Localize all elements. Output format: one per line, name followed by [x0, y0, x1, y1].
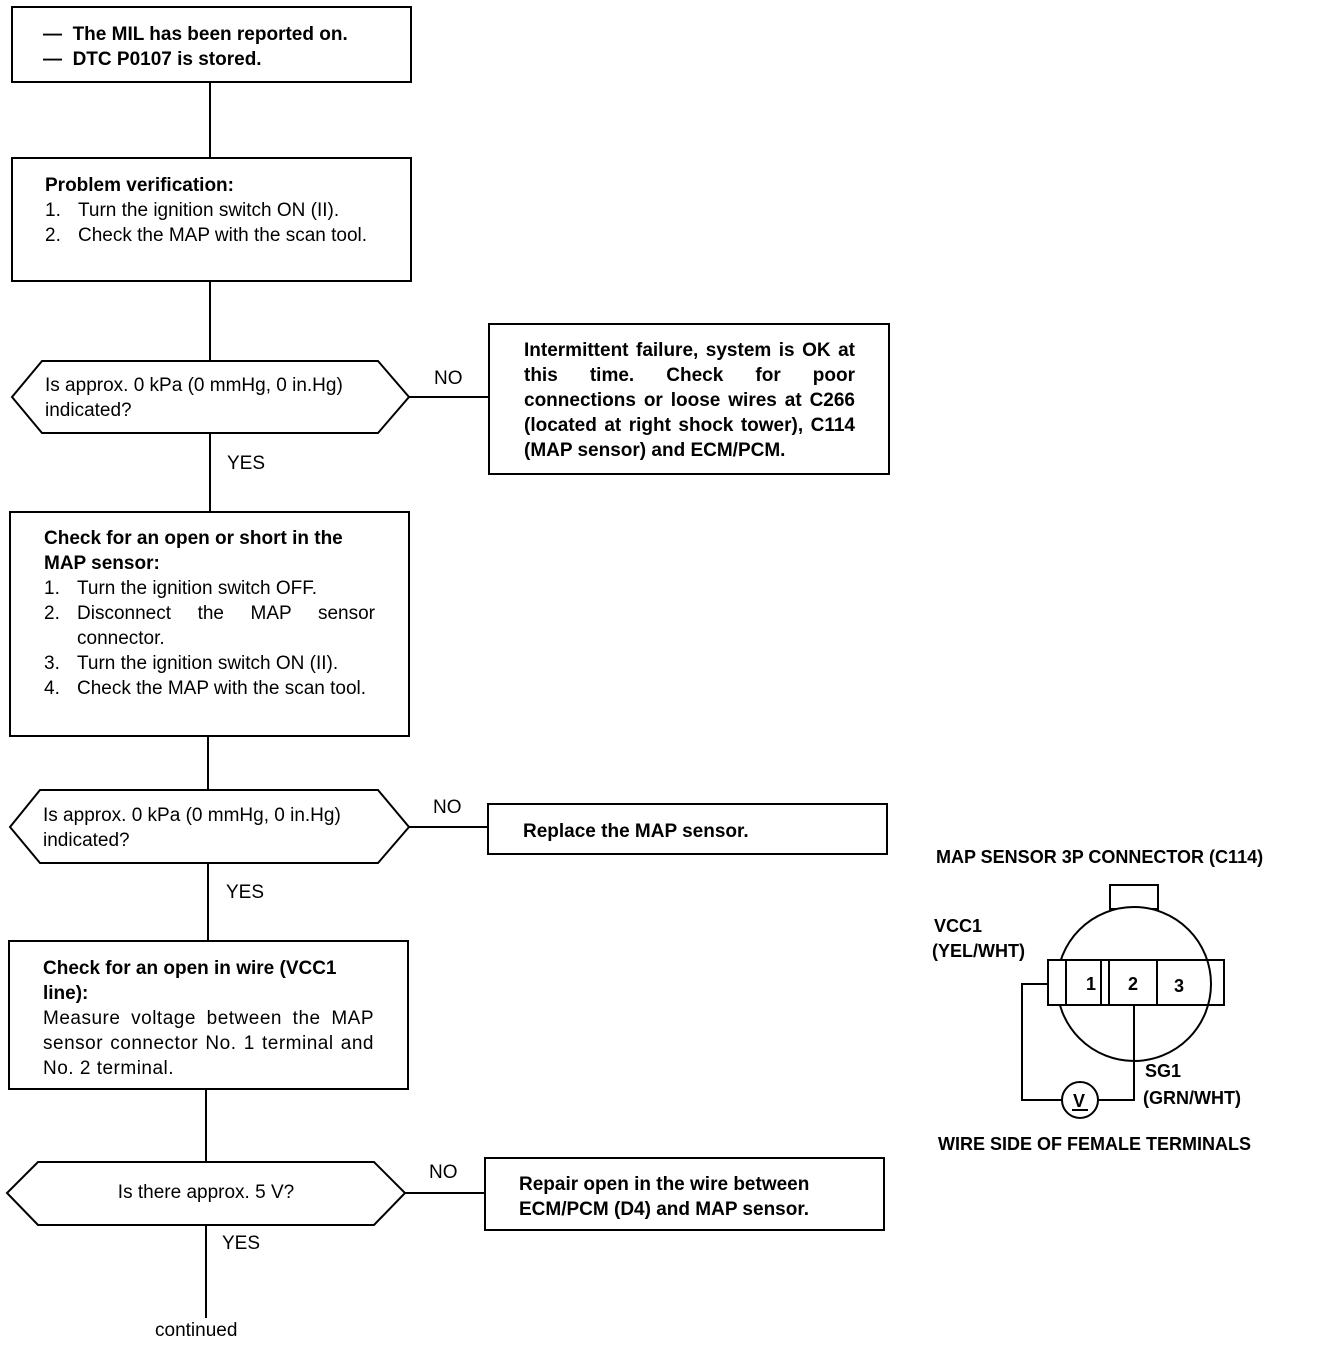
decision3-diamond — [5, 1161, 407, 1226]
yes-label: YES — [227, 453, 266, 474]
step-text: Turn the ignition switch ON (II). — [78, 200, 340, 221]
verification-title: Problem verification: — [45, 175, 234, 196]
start-line-2: — DTC P0107 is stored. — [43, 47, 410, 72]
decision2-line-2: indicated? — [43, 830, 130, 851]
check-step: 1. Turn the ignition switch OFF. — [44, 576, 375, 601]
verification-step: 1. Turn the ignition switch ON (II). — [45, 198, 378, 223]
repair-open-text: Repair open in the wire between ECM/PCM … — [519, 1174, 810, 1220]
intermittent-failure-box: Intermittent failure, system is OK at th… — [488, 323, 890, 475]
start-text-1: The MIL has been reported on. — [72, 24, 348, 45]
voltmeter-label: V — [1073, 1091, 1085, 1111]
replace-map-sensor-text: Replace the MAP sensor. — [523, 821, 749, 842]
check-vcc1-box: Check for an open in wire (VCC1 line): M… — [8, 940, 409, 1090]
yes-label: YES — [222, 1233, 261, 1254]
vcc1-wire-color: (YEL/WHT) — [932, 941, 1025, 961]
check-step: 3. Turn the ignition switch ON (II). — [44, 651, 375, 676]
step-text: Turn the ignition switch ON (II). — [77, 653, 339, 674]
vcc1-label: VCC1 — [934, 916, 983, 936]
decision1-line-1: Is approx. 0 kPa (0 mmHg, 0 in.Hg) — [45, 375, 343, 396]
decision2-text: Is approx. 0 kPa (0 mmHg, 0 in.Hg) indic… — [43, 803, 383, 853]
problem-verification-box: Problem verification: 1. Turn the igniti… — [11, 157, 412, 282]
check-vcc1-text: Measure voltage between the MAP sensor c… — [43, 1008, 374, 1079]
sg1-label: SG1 — [1145, 1061, 1182, 1081]
voltmeter-icon — [1061, 1081, 1099, 1119]
step-number: 1. — [45, 200, 61, 221]
connector-key-tab — [1109, 884, 1159, 910]
step-text: Check the MAP with the scan tool. — [77, 678, 367, 699]
decision2-diamond — [8, 789, 411, 864]
step-number: 4. — [44, 678, 60, 699]
no-label: NO — [434, 368, 463, 389]
step-text: Check the MAP with the scan tool. — [78, 225, 368, 246]
step-number: 3. — [44, 653, 60, 674]
dash: — — [43, 49, 62, 70]
terminal-2-label: 2 — [1128, 974, 1138, 994]
check-vcc1-title: Check for an open in wire (VCC1 line): — [43, 958, 337, 1004]
decision1-diamond — [10, 360, 411, 434]
decision1-line-2: indicated? — [45, 400, 132, 421]
no-label: NO — [433, 797, 462, 818]
vcc1-probe-wire — [1021, 983, 1062, 1101]
start-text-2: DTC P0107 is stored. — [72, 49, 262, 70]
sg1-wire-color: (GRN/WHT) — [1143, 1088, 1241, 1108]
dash: — — [43, 24, 62, 45]
check-open-short-title: Check for an open or short in the MAP se… — [44, 528, 343, 574]
yes-label: YES — [226, 882, 265, 903]
check-step: 2. Disconnect the MAP sensor connector. — [44, 601, 375, 651]
verification-step: 2. Check the MAP with the scan tool. — [45, 223, 378, 248]
decision1-text: Is approx. 0 kPa (0 mmHg, 0 in.Hg) indic… — [45, 373, 385, 423]
replace-map-sensor-box: Replace the MAP sensor. — [487, 803, 888, 855]
step-text: Disconnect the MAP sensor connector. — [77, 603, 375, 649]
map-sensor-connector-diagram: 1 2 3 V — [1021, 884, 1225, 1119]
step-text: Turn the ignition switch OFF. — [77, 578, 318, 599]
intermittent-failure-text: Intermittent failure, system is OK at th… — [524, 340, 855, 461]
continued-label: continued — [155, 1320, 238, 1341]
start-line-1: — The MIL has been reported on. — [43, 22, 410, 47]
step-number: 1. — [44, 578, 60, 599]
repair-open-box: Repair open in the wire between ECM/PCM … — [484, 1157, 885, 1231]
step-number: 2. — [45, 225, 61, 246]
no-label: NO — [429, 1162, 458, 1183]
connector-caption: WIRE SIDE OF FEMALE TERMINALS — [938, 1134, 1251, 1154]
step-number: 2. — [44, 603, 60, 624]
check-step: 4. Check the MAP with the scan tool. — [44, 676, 375, 701]
connector-title: MAP SENSOR 3P CONNECTOR (C114) — [936, 847, 1264, 867]
terminal-3-label: 3 — [1174, 976, 1184, 996]
decision3-text: Is there approx. 5 V? — [117, 1182, 295, 1203]
start-box: — The MIL has been reported on. — DTC P0… — [11, 6, 412, 83]
check-open-short-box: Check for an open or short in the MAP se… — [9, 511, 410, 737]
terminal-1-label: 1 — [1086, 974, 1096, 994]
decision2-line-1: Is approx. 0 kPa (0 mmHg, 0 in.Hg) — [43, 805, 341, 826]
sg1-probe-wire — [1098, 1005, 1135, 1101]
